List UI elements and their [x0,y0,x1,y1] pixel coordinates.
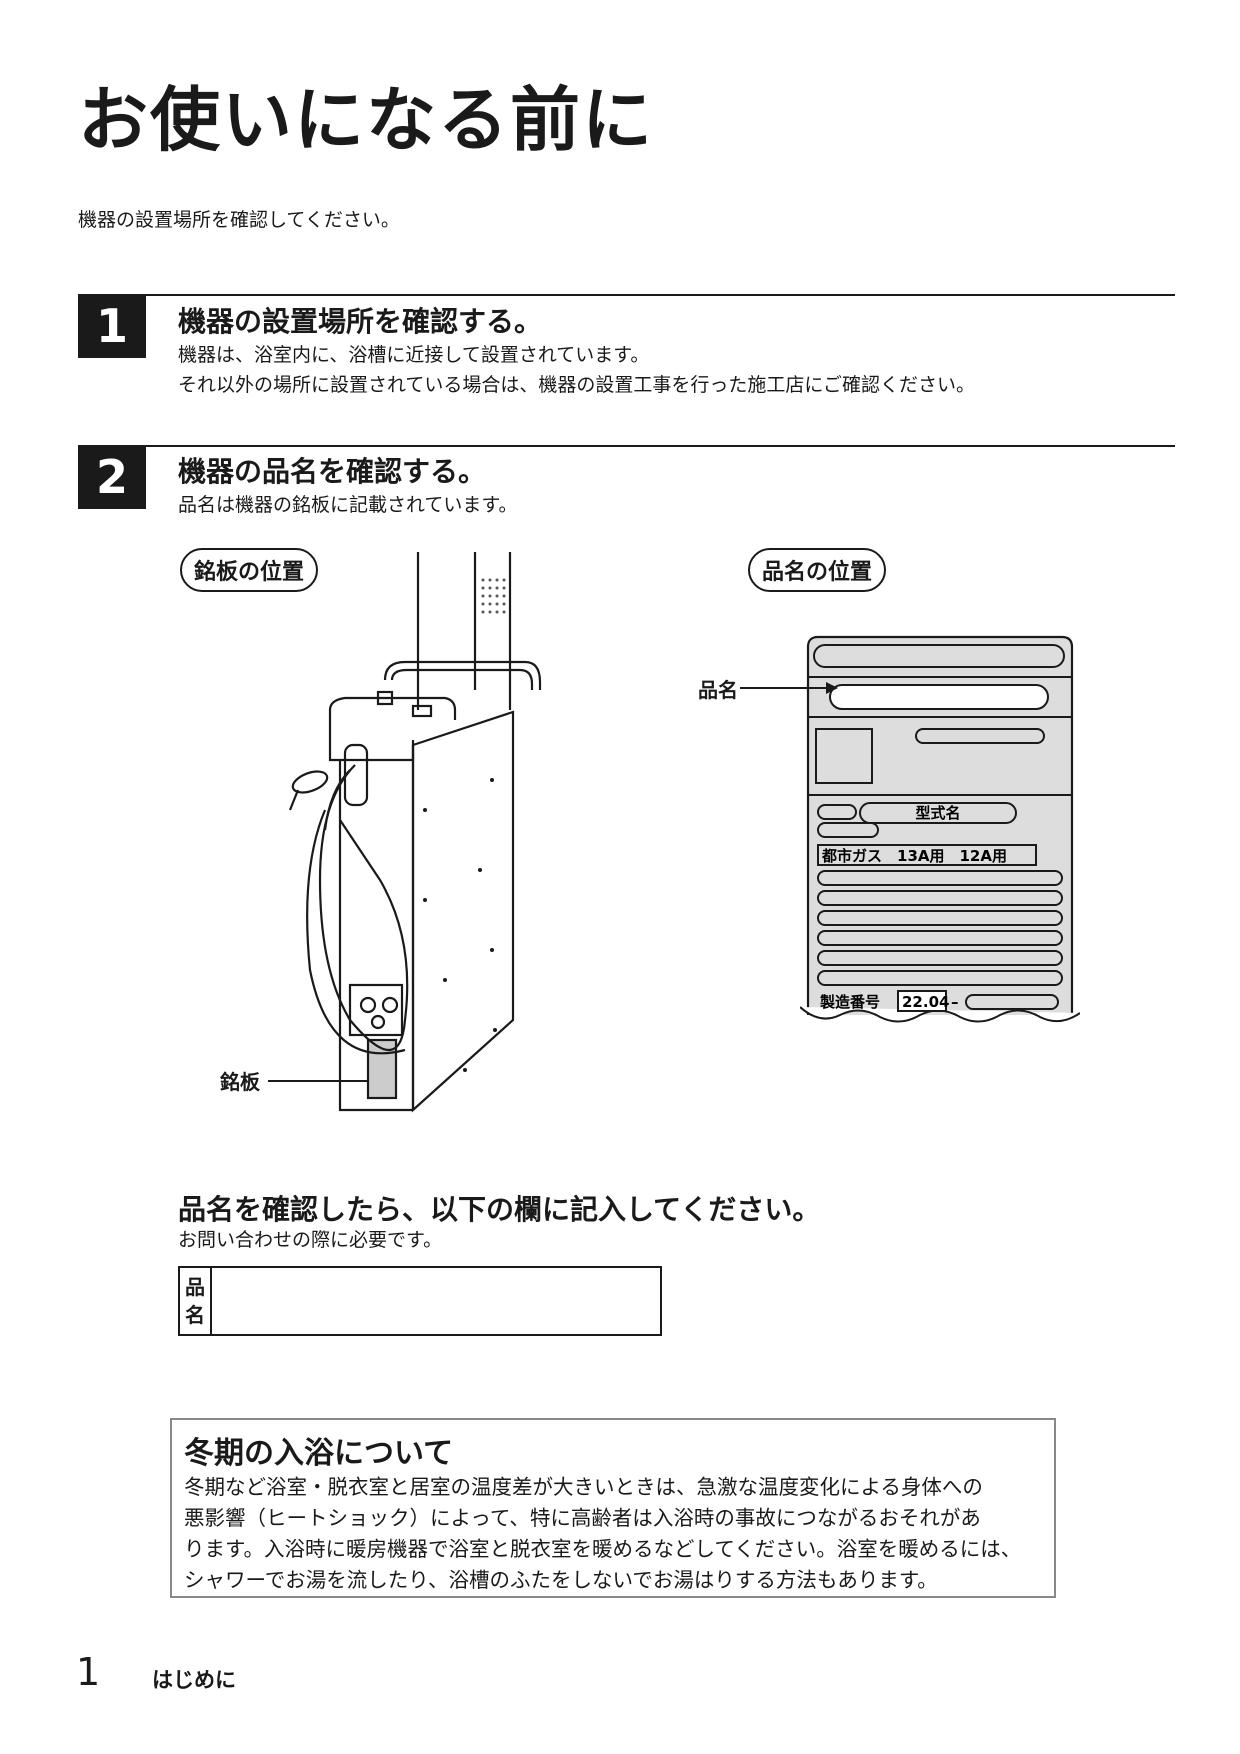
product-name-callout: 品名 [698,678,738,702]
plate-serial-separator: – [951,993,959,1011]
step-1-rule [78,294,1175,296]
step-2-body: 品名は機器の銘板に記載されています。 [178,490,518,520]
step-1-line-2: それ以外の場所に設置されている場合は、機器の設置工事を行った施工店にご確認くださ… [178,374,976,396]
intro-text: 機器の設置場所を確認してください。 [78,209,400,231]
notice-title: 冬期の入浴について [184,1436,454,1471]
water-heater-illustration [288,552,542,1113]
step-1-heading: 機器の設置場所を確認する。 [178,305,543,338]
step-2-number: 2 [78,445,146,509]
nameplate-illustration: 型式名 都市ガス 13A用 12A用 製造番号 22.04 – [800,635,1080,1023]
notice-body: 冬期など浴室・脱衣室と居室の温度差が大きいときは、急激な温度変化による身体への … [184,1472,1021,1596]
record-label-char-2: 名 [185,1303,205,1327]
notice-line-4: シャワーでお湯を流したり、浴槽のふたをしないでお湯はりする方法もあります。 [184,1568,938,1592]
plate-gas-type: 都市ガス 13A用 12A用 [821,847,1007,865]
page-number: 1 [76,1650,101,1694]
step-2-heading: 機器の品名を確認する。 [178,455,487,488]
nameplate-callout: 銘板 [220,1070,260,1094]
step-1-line-1: 機器は、浴室内に、浴槽に近接して設置されています。 [178,344,650,366]
product-name-record-box: 品 名 [178,1266,662,1336]
record-subtext: お問い合わせの際に必要です。 [178,1229,443,1251]
notice-line-2: 悪影響（ヒートショック）によって、特に高齢者は入浴時の事故につながるおそれがあ [184,1506,981,1530]
step-1-body: 機器は、浴室内に、浴槽に近接して設置されています。 それ以外の場所に設置されてい… [178,340,975,400]
nameplate-location-label: 銘板の位置 [180,548,319,592]
step-1-number: 1 [78,294,146,358]
step-2-line-1: 品名は機器の銘板に記載されています。 [178,494,518,516]
product-name-record-label: 品 名 [180,1268,212,1334]
notice-line-3: ります。入浴時に暖房機器で浴室と脱衣室を暖めるなどしてください。浴室を暖めるには… [184,1537,1022,1561]
product-name-record-field[interactable] [212,1268,660,1334]
record-label-char-1: 品 [185,1275,205,1299]
page-title: お使いになる前に [78,79,654,161]
plate-serial-value: 22.04 [902,993,949,1011]
record-heading: 品名を確認したら、以下の欄に記入してください。 [178,1193,821,1226]
step-2-rule [78,445,1175,447]
plate-model-label: 型式名 [915,804,960,822]
section-label: はじめに [152,1668,236,1692]
notice-line-1: 冬期など浴室・脱衣室と居室の温度差が大きいときは、急激な温度変化による身体への [184,1475,983,1499]
winter-bathing-notice: 冬期の入浴について 冬期など浴室・脱衣室と居室の温度差が大きいときは、急激な温度… [170,1418,1056,1598]
nameplate-leader-line [268,1080,368,1082]
product-name-location-label: 品名の位置 [748,548,887,592]
plate-serial-label: 製造番号 [819,993,880,1011]
product-name-leader-arrow [740,682,838,694]
